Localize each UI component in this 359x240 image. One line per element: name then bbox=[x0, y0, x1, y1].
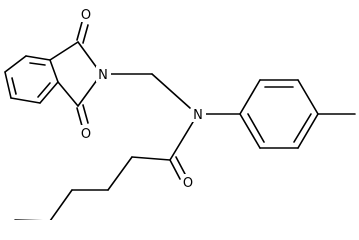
atom-o-top: O bbox=[79, 6, 93, 23]
atom-n-imide: N bbox=[96, 66, 111, 83]
svg-text:N: N bbox=[193, 108, 203, 123]
molecule-drawing: O O N N O bbox=[4, 6, 356, 220]
svg-text:O: O bbox=[183, 176, 193, 191]
svg-text:N: N bbox=[98, 68, 108, 83]
structure-canvas: O O N N O bbox=[4, 6, 356, 220]
benzene-ring bbox=[4, 55, 59, 104]
svg-text:O: O bbox=[81, 127, 91, 142]
tolyl-ring bbox=[204, 79, 356, 149]
atom-o-amide: O bbox=[181, 174, 195, 191]
methylene-linker bbox=[107, 73, 191, 109]
svg-text:O: O bbox=[81, 8, 91, 23]
imide-ring bbox=[49, 21, 98, 127]
atom-o-bottom: O bbox=[79, 125, 93, 142]
hexanoyl-chain bbox=[14, 121, 194, 220]
atom-n-amide: N bbox=[191, 106, 206, 123]
